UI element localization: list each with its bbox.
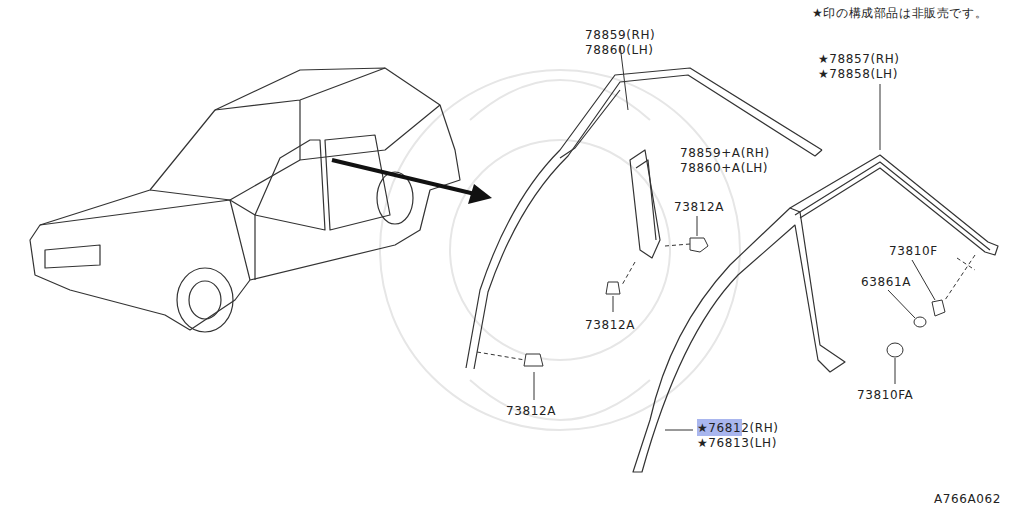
pointer-arrow (332, 160, 492, 204)
callout-number: 73812A (674, 200, 724, 214)
watermark (380, 70, 740, 430)
part-number: ★76812(RH) (697, 421, 779, 435)
leader-lines (477, 45, 975, 430)
fasteners (524, 238, 945, 366)
part-number: 78860(LH) (585, 43, 654, 57)
callout-number: 73810F (889, 244, 938, 258)
car-outline (30, 68, 460, 332)
diagram-code: A766A062 (934, 492, 1001, 506)
callout-number: 73812A (585, 318, 635, 332)
part-number: ★78857(RH) (818, 52, 900, 66)
callout-number: 73810FA (857, 388, 913, 402)
callout-number: 73812A (506, 404, 556, 418)
note-text: ★印の構成部品は非販売です。 (812, 6, 987, 20)
part-number: 78860+A(LH) (680, 161, 768, 175)
part-number: ★76813(LH) (697, 436, 777, 450)
moldings (466, 68, 998, 472)
part-number: 78859+A(RH) (680, 146, 770, 160)
part-number: 78859(RH) (585, 28, 655, 42)
callout-number: 63861A (861, 275, 911, 289)
part-number: ★78858(LH) (818, 67, 898, 81)
